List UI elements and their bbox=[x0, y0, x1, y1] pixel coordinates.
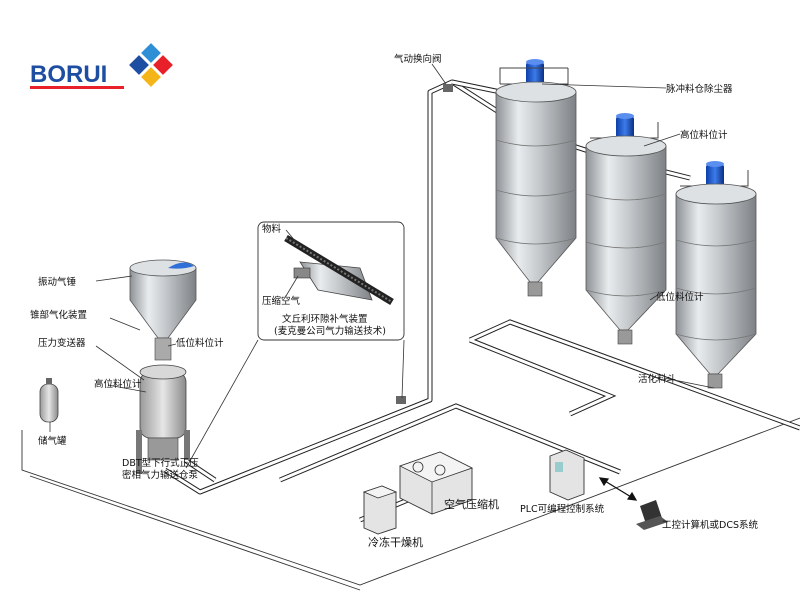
silo-3 bbox=[675, 161, 757, 389]
floor-outline bbox=[21, 417, 800, 591]
label-pump-line1: DBT型下行式正压 bbox=[122, 457, 199, 469]
leader-lines bbox=[49, 63, 715, 432]
label-diverter-valve: 气动换向阀 bbox=[394, 53, 442, 65]
label-vibrator: 振动气锤 bbox=[38, 276, 77, 288]
label-high-level-right: 高位料位计 bbox=[680, 129, 728, 141]
silo-2 bbox=[585, 113, 667, 345]
label-dust-collector: 脉冲料仓除尘器 bbox=[666, 83, 733, 95]
labels: 振动气锤 锥部气化装置 低位料位计 压力变送器 高位料位计 储气罐 DBT型下行… bbox=[30, 53, 758, 549]
label-low-level-right: 低位料位计 bbox=[656, 291, 704, 303]
label-cone-aeration: 锥部气化装置 bbox=[30, 309, 87, 321]
label-high-level-left: 高位料位计 bbox=[94, 378, 142, 390]
venturi-valve bbox=[396, 396, 406, 404]
silo-1 bbox=[495, 59, 577, 297]
air-compressor-icon bbox=[398, 451, 474, 515]
dust-collector-icon bbox=[616, 113, 634, 142]
label-air-compressor: 空气压缩机 bbox=[444, 497, 499, 511]
diverter-valve-1 bbox=[443, 84, 453, 92]
label-fluidizing-hopper: 活化料斗 bbox=[638, 373, 676, 385]
label-low-level-left: 低位料位计 bbox=[176, 337, 224, 349]
dust-collector-icon bbox=[706, 161, 724, 190]
label-venturi-line1: 文丘利环隙补气装置 bbox=[282, 313, 368, 325]
logo-text: BORUI bbox=[30, 61, 107, 88]
label-air-tank: 储气罐 bbox=[38, 435, 67, 447]
plc-cabinet-icon bbox=[549, 449, 585, 501]
logo-diamond-icon bbox=[129, 43, 173, 87]
air-tank bbox=[39, 378, 59, 423]
label-material: 物料 bbox=[262, 223, 282, 235]
computer-icon bbox=[636, 500, 668, 530]
label-venturi-line2: (麦克曼公司气力输送技术) bbox=[274, 325, 386, 337]
feed-hopper bbox=[129, 259, 197, 361]
label-ipc: 工控计算机或DCS系统 bbox=[662, 519, 758, 531]
venturi-callout bbox=[185, 221, 405, 469]
logo: BORUI bbox=[30, 43, 173, 89]
venturi-device bbox=[284, 235, 394, 305]
logo-underline bbox=[30, 86, 124, 89]
pump-vessel bbox=[136, 364, 190, 474]
label-compressed-air: 压缩空气 bbox=[262, 295, 301, 307]
label-plc: PLC可编程控制系统 bbox=[520, 503, 605, 515]
label-dryer: 冷冻干燥机 bbox=[368, 535, 423, 549]
signal-arrow bbox=[598, 477, 638, 501]
dryer-icon bbox=[362, 485, 398, 535]
label-pump-line2: 密相气力输送仓泵 bbox=[122, 469, 199, 481]
label-pressure-transmitter: 压力变送器 bbox=[38, 337, 86, 349]
